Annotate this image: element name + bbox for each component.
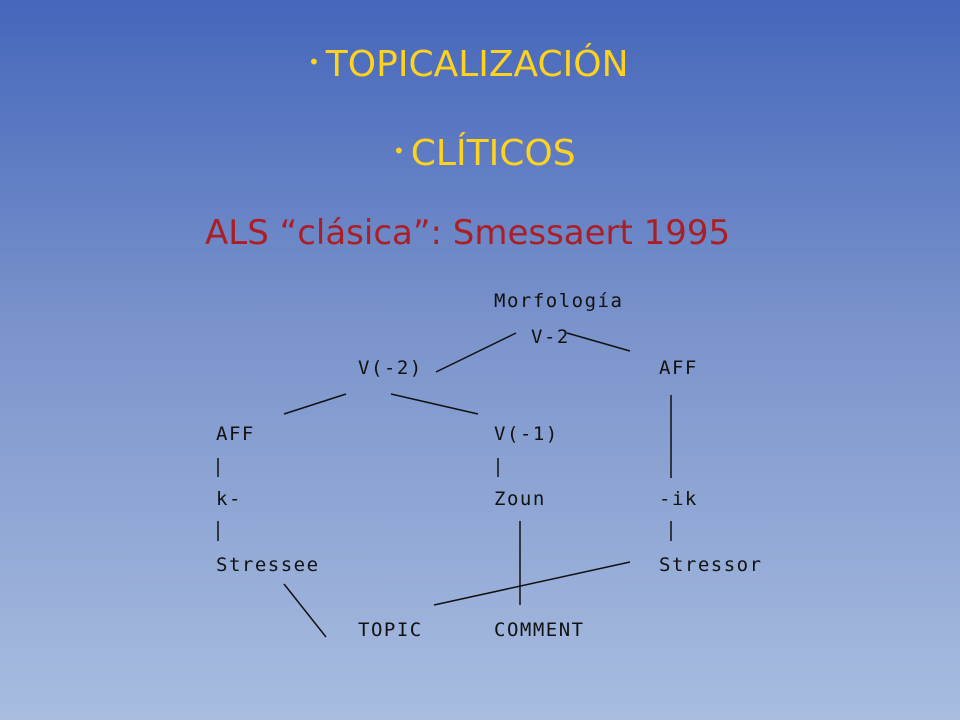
bullet-cliticos: •CLÍTICOS (393, 133, 576, 174)
node-v-minus1: V(-1) (494, 423, 559, 445)
node-v-minus2: V(-2) (358, 357, 423, 379)
edge-vminus2-vminus1 (390, 393, 479, 415)
node-zoun: Zoun (494, 488, 546, 510)
node-stressee: Stressee (216, 554, 320, 576)
edge-v2-vminus2 (435, 332, 517, 373)
node-ik: -ik (659, 488, 698, 510)
bullet-text: TOPICALIZACIÓN (325, 44, 629, 85)
node-v2: V-2 (531, 326, 570, 348)
node-stressor: Stressor (659, 554, 763, 576)
edge-vminus2-aff (283, 393, 347, 415)
edge-stressor-topic (433, 561, 631, 606)
bullet-marker: • (393, 139, 405, 163)
node-morfologia: Morfología (494, 290, 624, 312)
slide-heading: ALS “clásica”: Smessaert 1995 (205, 213, 731, 253)
edge-v2-aff (566, 332, 631, 352)
node-comment: COMMENT (494, 619, 585, 641)
node-k: k- (216, 488, 242, 510)
node-topic: TOPIC (358, 619, 423, 641)
node-aff-right: AFF (659, 357, 698, 379)
bullet-topicalizacion: •TOPICALIZACIÓN (308, 44, 629, 85)
edge-stressee-comment (283, 583, 327, 638)
node-aff-left: AFF (216, 423, 255, 445)
bullet-marker: • (308, 50, 320, 74)
bullet-text: CLÍTICOS (410, 133, 576, 174)
